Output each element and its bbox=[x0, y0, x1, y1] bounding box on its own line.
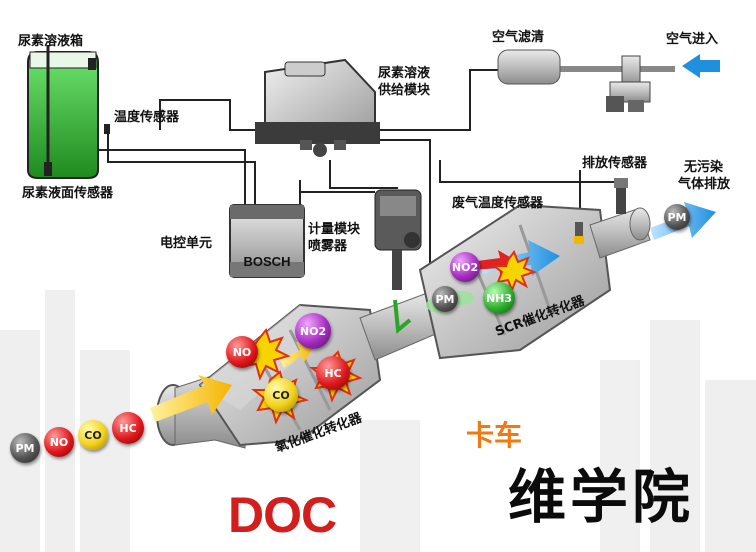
molecule-hc: HC bbox=[112, 412, 144, 444]
wiring-lines bbox=[94, 69, 621, 295]
supply-module-label-2: 供给模块 bbox=[378, 83, 431, 98]
brand-big: 维学院 bbox=[508, 463, 695, 531]
metering-label-2: 喷雾器 bbox=[308, 239, 348, 254]
ecu-box bbox=[229, 204, 305, 278]
exhaust-temp-sensor-label: 废气温度传感器 bbox=[452, 196, 544, 211]
bosch-logo: BOSCH bbox=[243, 253, 291, 269]
molecule-co: CO bbox=[78, 420, 108, 450]
background-buildings bbox=[0, 290, 756, 552]
molecule-pm: PM bbox=[10, 433, 40, 463]
clean-gas-label-1: 无污染 bbox=[684, 160, 724, 175]
doc-molecule-no2: NO2 bbox=[295, 313, 331, 349]
level-sensor-label: 尿素液面传感器 bbox=[22, 186, 114, 201]
temp-sensor-label: 温度传感器 bbox=[114, 110, 180, 125]
clean-gas-label-2: 气体排放 bbox=[678, 177, 731, 192]
brand-small: 卡车 bbox=[466, 419, 523, 452]
air-in-arrow bbox=[682, 54, 720, 78]
supply-module bbox=[255, 58, 380, 157]
urea-tank-label: 尿素溶液箱 bbox=[18, 34, 84, 49]
air-pipe bbox=[555, 55, 675, 112]
molecule-no: NO bbox=[44, 427, 74, 457]
doc-molecule-co: CO bbox=[264, 378, 298, 412]
scr-molecule-no2: NO2 bbox=[450, 252, 480, 282]
doc-title: DOC bbox=[228, 487, 337, 543]
exhaust-temp-sensor-icon bbox=[574, 222, 584, 244]
air-in-label: 空气进入 bbox=[666, 32, 719, 47]
ecu-label: 电控单元 bbox=[160, 236, 213, 251]
supply-module-label-1: 尿素溶液 bbox=[378, 66, 431, 81]
emission-sensor-icon bbox=[614, 178, 628, 214]
scr-molecule-nh3: NH3 bbox=[483, 282, 515, 314]
air-filter bbox=[497, 49, 561, 85]
urea-tank bbox=[27, 45, 99, 179]
exhaust-sensor-label: 排放传感器 bbox=[582, 156, 648, 171]
metering-module bbox=[374, 189, 422, 290]
temp-sensor-icon bbox=[104, 124, 110, 134]
exit-molecule-pm: PM bbox=[664, 204, 690, 230]
scr-molecule-pm: PM bbox=[432, 286, 458, 312]
air-filter-label: 空气滤清 bbox=[492, 30, 545, 45]
metering-label-1: 计量模块 bbox=[308, 222, 361, 237]
doc-molecule-no: NO bbox=[226, 336, 258, 368]
doc-molecule-hc: HC bbox=[316, 356, 350, 390]
